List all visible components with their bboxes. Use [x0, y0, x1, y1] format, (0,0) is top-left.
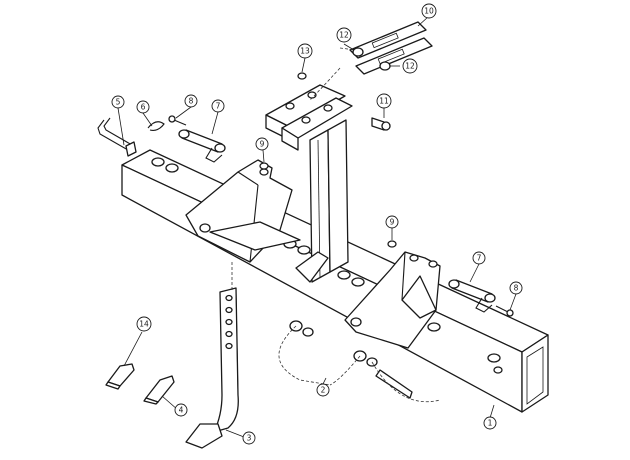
hitch-pin [97, 117, 137, 157]
bolt-11 [371, 117, 391, 131]
callout-label: 8 [514, 284, 519, 293]
right-gusset-bracket [344, 251, 441, 349]
callout-label: 3 [247, 434, 252, 443]
nut-9b [387, 240, 397, 248]
callout-8a: 8 [184, 94, 198, 108]
callout-label: 12 [339, 31, 349, 40]
callout-6: 6 [136, 100, 150, 114]
callout-label: 7 [216, 102, 221, 111]
right-pin-assembly [448, 279, 514, 317]
callout-label: 13 [300, 47, 310, 56]
callout-label: 2 [321, 386, 326, 395]
callout-10: 10 [421, 3, 437, 19]
callout-12b: 12 [402, 58, 418, 74]
spacers [297, 47, 391, 80]
callout-4: 4 [174, 403, 188, 417]
callout-label: 1 [488, 419, 493, 428]
callout-9b: 9 [385, 215, 399, 229]
callout-label: 5 [116, 98, 121, 107]
callout-14: 14 [136, 316, 152, 332]
callout-label: 12 [405, 62, 415, 71]
callout-8b: 8 [509, 281, 523, 295]
callout-label: 11 [379, 97, 389, 106]
left-gusset-bracket [185, 159, 301, 263]
callout-label: 7 [477, 254, 482, 263]
shank [185, 287, 239, 449]
callout-13: 13 [297, 43, 313, 59]
callout-3: 3 [242, 431, 256, 445]
top-mount-bracket [265, 84, 353, 151]
callout-label: 9 [260, 140, 265, 149]
callout-1: 1 [483, 416, 497, 430]
callout-9a: 9 [255, 137, 269, 151]
left-pin-assembly [168, 115, 226, 163]
callout-label: 4 [179, 406, 184, 415]
callout-12a: 12 [336, 27, 352, 43]
callout-2: 2 [316, 383, 330, 397]
callout-5: 5 [111, 95, 125, 109]
callout-7b: 7 [472, 251, 486, 265]
centre-wedge-plate [295, 251, 329, 283]
link-plates [349, 21, 433, 75]
callout-label: 9 [390, 218, 395, 227]
vertical-mast [309, 119, 349, 283]
nut-9a [259, 162, 269, 170]
callout-label: 10 [424, 7, 434, 16]
callout-label: 14 [139, 320, 149, 329]
callout-7a: 7 [211, 99, 225, 113]
assembly-guides [231, 47, 441, 403]
ubolt-hardware [289, 320, 413, 399]
callout-label: 6 [141, 103, 146, 112]
small-point [105, 363, 135, 390]
lynch-clip [147, 121, 165, 131]
point [143, 375, 175, 405]
callout-11: 11 [376, 93, 392, 109]
callout-label: 8 [189, 97, 194, 106]
